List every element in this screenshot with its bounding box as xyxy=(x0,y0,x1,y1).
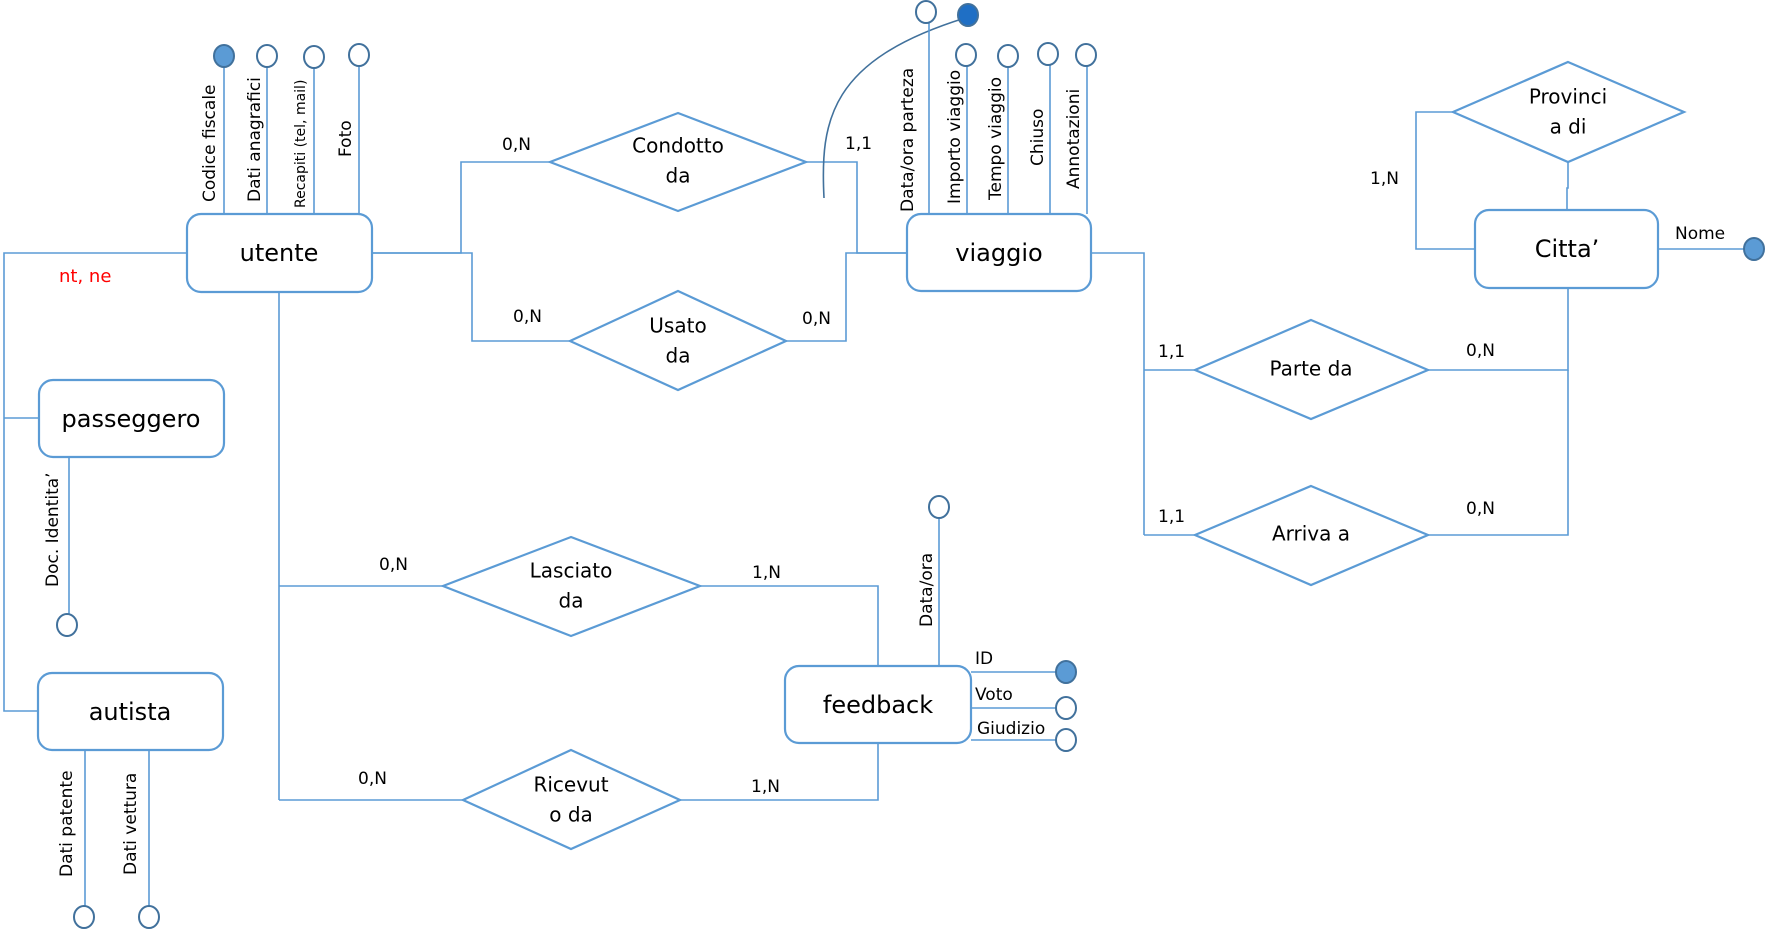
line-viaggio-parte xyxy=(1091,252,1195,535)
attribute-circle-icon xyxy=(955,43,977,67)
entity-utente-label: utente xyxy=(240,239,319,267)
line-parte-citta xyxy=(1428,288,1569,371)
entity-passeggero[interactable]: passeggero xyxy=(37,378,226,459)
line-ricevuto-feedback xyxy=(680,743,879,801)
cardinalities: 0,N 1,1 0,N 0,N 1,1 0,N 1,1 0,N 1,N 0,N … xyxy=(358,134,1495,797)
relationship-ricevuto-da[interactable]: Ricevut o da xyxy=(460,748,683,851)
key-attribute-icon xyxy=(1743,237,1765,261)
attr-viaggio-chiuso: Chiuso xyxy=(1028,109,1048,166)
key-attribute-icon xyxy=(1055,660,1077,684)
connectors xyxy=(3,17,1569,801)
relationship-condotto-label-2: da xyxy=(666,164,691,188)
key-attribute-icon xyxy=(957,3,979,27)
attr-feedback-data-ora: Data/ora xyxy=(917,553,937,627)
attribute-lines xyxy=(68,22,1744,907)
line-lasciato-feedback xyxy=(700,585,879,666)
relationship-provincia-label-1: Provinci xyxy=(1529,85,1607,109)
line-provincia-citta-bottom xyxy=(1566,162,1569,210)
entity-viaggio[interactable]: viaggio xyxy=(905,212,1093,293)
attr-feedback-giudizio: Giudizio xyxy=(977,719,1045,739)
attribute-circle-icon xyxy=(138,905,160,929)
attr-utente-foto: Foto xyxy=(336,120,356,157)
attribute-circle-icon xyxy=(1055,696,1077,720)
attribute-labels: Codice fiscale Dati anagrafici Recapiti … xyxy=(43,68,1725,877)
relationship-condotto-da[interactable]: Condotto da xyxy=(546,111,810,213)
relationship-usato-da[interactable]: Usato da xyxy=(567,289,789,392)
attribute-circle-icon xyxy=(1055,728,1077,752)
relationship-parte-label: Parte da xyxy=(1269,357,1352,381)
card-provincia-citta: 1,N xyxy=(1370,169,1399,189)
attribute-circle-icon xyxy=(256,44,278,68)
attr-utente-codice-fiscale: Codice fiscale xyxy=(200,84,220,202)
attribute-circle-icon xyxy=(348,43,370,67)
relationship-ricevuto-label-1: Ricevut xyxy=(533,773,608,797)
entity-utente[interactable]: utente xyxy=(185,212,374,294)
attr-utente-dati-anagrafici: Dati anagrafici xyxy=(245,77,265,202)
entity-autista[interactable]: autista xyxy=(36,671,225,752)
attr-utente-recapiti: Recapiti (tel, mail) xyxy=(293,80,309,208)
attribute-markers xyxy=(56,0,1765,929)
curve-connector-key xyxy=(822,17,966,199)
line-utente-usato xyxy=(372,252,570,342)
relationship-provincia-di[interactable]: Provinci a di xyxy=(1450,60,1687,164)
relationship-ricevuto-label-2: o da xyxy=(549,803,593,827)
card-condotto-viaggio: 1,1 xyxy=(845,134,872,154)
generalization-coverage-note: nt, ne xyxy=(59,266,111,287)
attribute-circle-icon xyxy=(1075,43,1097,67)
attribute-circle-icon xyxy=(1037,42,1059,66)
relationship-lasciato-label-2: da xyxy=(559,589,584,613)
card-lasciato-feedback: 1,N xyxy=(752,563,781,583)
card-parte-viaggio: 1,1 xyxy=(1158,342,1185,362)
line-condotto-viaggio xyxy=(806,161,907,254)
relationship-usato-label-2: da xyxy=(666,344,691,368)
relationship-arriva-a[interactable]: Arriva a xyxy=(1192,484,1431,587)
entity-passeggero-label: passeggero xyxy=(62,405,201,433)
card-lasciato-utente: 0,N xyxy=(379,555,408,575)
entity-feedback[interactable]: feedback xyxy=(783,664,973,745)
entity-autista-label: autista xyxy=(89,698,172,726)
card-usato-utente: 0,N xyxy=(513,307,542,327)
line-provincia-citta-left xyxy=(1415,111,1475,250)
entity-citta[interactable]: Citta’ xyxy=(1473,208,1660,290)
attr-passeggero-doc-identita: Doc. Identita’ xyxy=(43,472,63,587)
line-utente-lasciato xyxy=(278,292,443,800)
attribute-circle-icon xyxy=(928,495,950,519)
card-arriva-viaggio: 1,1 xyxy=(1158,507,1185,527)
attr-feedback-id: ID xyxy=(975,649,993,669)
attribute-circle-icon xyxy=(997,44,1019,68)
entity-feedback-label: feedback xyxy=(823,691,933,719)
attr-feedback-voto: Voto xyxy=(975,685,1013,705)
key-attribute-icon xyxy=(213,44,235,68)
line-utente-condotto xyxy=(372,161,550,254)
relationship-lasciato-da[interactable]: Lasciato da xyxy=(439,535,704,638)
relationship-usato-label-1: Usato xyxy=(649,314,706,338)
card-ricevuto-feedback: 1,N xyxy=(751,777,780,797)
attr-autista-dati-patente: Dati patente xyxy=(57,770,77,877)
relationship-provincia-label-2: a di xyxy=(1550,115,1587,139)
card-usato-viaggio: 0,N xyxy=(802,309,831,329)
card-ricevuto-utente: 0,N xyxy=(358,769,387,789)
attr-viaggio-tempo: Tempo viaggio xyxy=(986,77,1006,201)
attribute-circle-icon xyxy=(303,45,325,69)
card-arriva-citta: 0,N xyxy=(1466,499,1495,519)
attr-viaggio-annotazioni: Annotazioni xyxy=(1064,89,1084,189)
entity-citta-label: Citta’ xyxy=(1535,235,1600,263)
attr-viaggio-data-ora-partenza: Data/ora parteza xyxy=(898,68,918,212)
card-condotto-utente: 0,N xyxy=(502,135,531,155)
relationship-parte-da[interactable]: Parte da xyxy=(1192,318,1431,421)
attr-viaggio-importo: Importo viaggio xyxy=(945,70,965,204)
line-usato-viaggio xyxy=(786,252,907,342)
attribute-circle-icon xyxy=(73,905,95,929)
relationship-arriva-label: Arriva a xyxy=(1272,522,1350,546)
relationship-condotto-label-1: Condotto xyxy=(632,134,724,158)
line-utente-generalization xyxy=(3,252,187,712)
entity-viaggio-label: viaggio xyxy=(955,239,1042,267)
attr-citta-nome: Nome xyxy=(1675,224,1725,244)
attribute-circle-icon xyxy=(915,0,937,24)
card-parte-citta: 0,N xyxy=(1466,341,1495,361)
attribute-circle-icon xyxy=(56,613,78,637)
relationship-lasciato-label-1: Lasciato xyxy=(530,559,613,583)
attr-autista-dati-vettura: Dati vettura xyxy=(121,773,141,875)
line-arriva-citta xyxy=(1428,370,1569,536)
